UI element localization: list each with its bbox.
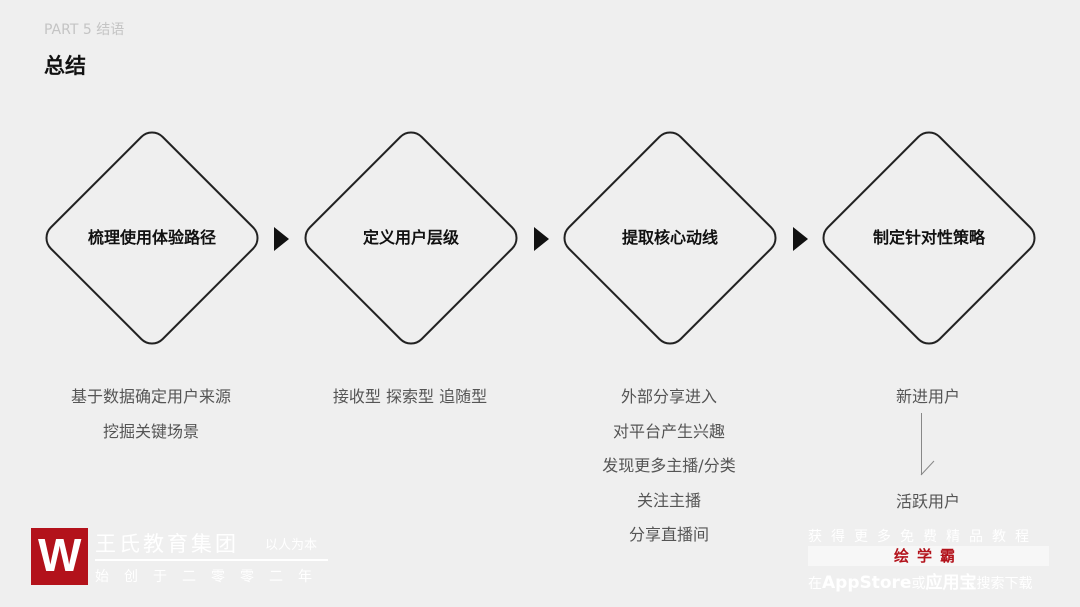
- step-2-desc: 接收型 探索型 追随型: [280, 380, 540, 415]
- promo-line3: 在AppStore或应用宝搜索下载: [808, 568, 1032, 593]
- step-1: 梳理使用体验路径: [38, 124, 266, 352]
- step-4-end: 活跃用户: [895, 492, 960, 511]
- step-4-desc: 新进用户: [798, 380, 1058, 415]
- step-label: 提取核心动线: [621, 228, 718, 247]
- promo-app: AppStore: [822, 573, 912, 593]
- promo-app2: 应用宝: [925, 573, 977, 593]
- desc-line: 发现更多主播/分类: [602, 456, 736, 475]
- section-label: PART 5 结语: [44, 22, 125, 38]
- arrow-right-icon: [534, 227, 549, 251]
- desc-line: 关注主播: [636, 490, 701, 510]
- desc-line: 基于数据确定用户来源: [70, 387, 231, 406]
- watermark-name: 王氏教育集团: [95, 532, 239, 556]
- promo-line1: 获得更多免费精品教程: [808, 529, 1038, 545]
- step-3-desc: 外部分享进入 对平台产生兴趣 发现更多主播/分类 关注主播 分享直播间: [539, 380, 799, 553]
- promo-text: 或: [911, 576, 926, 592]
- flow-arrow-line: [921, 413, 922, 475]
- step-4: 制定针对性策略: [815, 124, 1043, 352]
- step-3: 提取核心动线: [556, 124, 784, 352]
- desc-line: 分享直播间: [628, 525, 709, 544]
- desc-line: 对平台产生兴趣: [612, 421, 725, 441]
- step-1-desc: 基于数据确定用户来源 挖掘关键场景: [21, 380, 281, 449]
- watermark-slogan: 以人为本: [265, 538, 318, 553]
- watermark-logo: W: [31, 528, 88, 585]
- promo-text: 搜索下载: [976, 576, 1033, 592]
- desc-line: 接收型 探索型 追随型: [332, 387, 488, 406]
- step-label: 定义用户层级: [362, 228, 459, 247]
- arrow-right-icon: [793, 227, 808, 251]
- desc-line: 挖掘关键场景: [102, 421, 199, 441]
- arrow-right-icon: [274, 227, 289, 251]
- promo-text: 在: [808, 576, 822, 592]
- page-title: 总结: [44, 54, 86, 78]
- watermark-since: 始创于二零零二年: [95, 569, 327, 585]
- promo-brand: 绘学霸: [808, 546, 1049, 566]
- step-label: 制定针对性策略: [872, 228, 985, 247]
- logo-letter: W: [38, 529, 82, 581]
- watermark-divider: [95, 559, 328, 561]
- arrow-down-icon: [920, 460, 935, 476]
- desc-line: 外部分享进入: [620, 387, 717, 406]
- step-label: 梳理使用体验路径: [87, 228, 216, 247]
- step-2: 定义用户层级: [297, 124, 525, 352]
- desc-line: 新进用户: [895, 387, 960, 406]
